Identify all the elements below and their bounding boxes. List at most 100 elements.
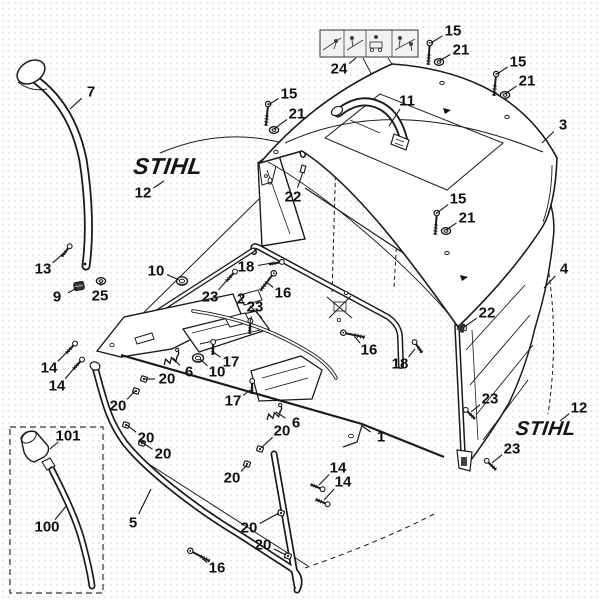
callout-label-14: 14 [41, 360, 58, 377]
callout-label-24: 24 [331, 61, 348, 78]
callout-label-15: 15 [510, 54, 527, 71]
callout-leader-line [142, 442, 153, 450]
bag-tip-latch [461, 457, 467, 466]
callout-leader-line [67, 287, 78, 294]
screw-long-icon [491, 70, 500, 97]
callout-leader-line [436, 204, 449, 214]
tube-part-5 [89, 361, 303, 594]
callout-leader-line [126, 424, 137, 433]
nut-icon [140, 375, 148, 383]
callout-label-14: 14 [49, 378, 66, 395]
callout-label-20: 20 [241, 520, 258, 537]
screw-icon [483, 457, 497, 471]
callout-label-22: 22 [479, 305, 496, 322]
grommet-icon [175, 276, 189, 286]
callout-label-10: 10 [148, 263, 165, 280]
callout-leader-line [57, 349, 70, 362]
callout-leader-line [240, 464, 248, 472]
callout-label-15: 15 [450, 191, 467, 208]
callout-leader-line [166, 274, 180, 281]
callout-label-11: 11 [399, 93, 415, 110]
screw-long-icon [339, 329, 365, 340]
washer-icon [268, 126, 280, 134]
callout-leader-line [559, 413, 570, 422]
callout-label-12: 12 [135, 185, 152, 202]
callout-label-20: 20 [110, 398, 127, 415]
screw-long-icon [258, 270, 278, 292]
callout-leader-line [504, 85, 517, 95]
callout-leader-line [249, 305, 263, 319]
callout-label-25: 25 [92, 288, 109, 305]
stihl-logo-text: STIHL [132, 153, 205, 179]
callout-leader-line [218, 278, 229, 291]
callout-label-21: 21 [519, 73, 536, 90]
callout-label-10: 10 [209, 364, 226, 381]
callout-label-20: 20 [255, 537, 272, 554]
callout-label-4: 4 [560, 261, 569, 278]
callout-label-15: 15 [281, 86, 298, 103]
screw-icon [310, 482, 326, 493]
cover-recess [324, 93, 504, 191]
callout-leader-line [54, 504, 68, 520]
washer-icon [499, 91, 511, 99]
callout-leader-line [126, 390, 136, 400]
spring-icon [163, 347, 180, 366]
callout-label-101: 101 [55, 428, 80, 445]
cover-arrow-mark [443, 108, 451, 114]
callout-leader-line [64, 365, 77, 380]
callout-leader-line [470, 404, 481, 413]
accessory-kit-box [9, 426, 104, 594]
callout-leader-line [49, 441, 59, 450]
callout-leader-line [69, 97, 83, 110]
screw-icon [247, 318, 254, 335]
nut-icon [132, 387, 140, 395]
callout-label-16: 16 [275, 285, 292, 302]
nut-icon [277, 509, 285, 517]
callout-label-21: 21 [453, 42, 470, 59]
screw-icon [268, 259, 285, 266]
callout-leader-line [172, 357, 181, 366]
callout-label-14: 14 [330, 460, 347, 477]
callout-leader-line [201, 557, 208, 563]
callout-leader-line [445, 222, 457, 231]
screw-long-icon [426, 39, 434, 66]
callout-label-18: 18 [392, 356, 409, 373]
nut-icon [243, 460, 251, 468]
callout-label-20: 20 [274, 423, 291, 440]
screw-icon [249, 378, 256, 395]
callout-leader-line [296, 171, 304, 188]
callout-label-12: 12 [571, 400, 588, 417]
callout-leader-line [249, 316, 252, 324]
clip-icon [456, 323, 468, 333]
screw-icon [315, 497, 331, 508]
screw-long-icon [433, 209, 441, 236]
screw-long-icon [263, 100, 272, 127]
callout-label-6: 6 [292, 415, 300, 432]
callout-leader-line [354, 336, 361, 344]
stihl-logo-text: STIHL [514, 418, 577, 440]
callout-leader-line [199, 358, 208, 367]
callout-leader-line [267, 282, 274, 288]
callout-leader-line [259, 512, 280, 525]
screw-icon [210, 339, 217, 356]
callout-label-16: 16 [209, 560, 226, 577]
handle-part-11 [330, 97, 410, 151]
callout-leader-line [242, 389, 251, 396]
callout-label-20: 20 [159, 371, 176, 388]
kit-dashed-border [9, 426, 104, 594]
callout-leader-line [388, 108, 401, 127]
callout-label-2: 2 [237, 291, 245, 308]
screw-icon [60, 243, 73, 258]
callout-leader-line [491, 454, 503, 464]
stihl-logo: STIHL [132, 153, 205, 179]
callout-leader-line [438, 53, 451, 62]
callout-label-20: 20 [138, 430, 155, 447]
callout-leader-line [138, 488, 152, 515]
nut-icon [122, 421, 130, 429]
chute-tube-part-7 [16, 59, 93, 271]
callout-leader-line [361, 425, 371, 433]
callout-label-23: 23 [482, 391, 499, 408]
callout-leader-line [543, 275, 556, 289]
callout-label-13: 13 [35, 261, 52, 278]
